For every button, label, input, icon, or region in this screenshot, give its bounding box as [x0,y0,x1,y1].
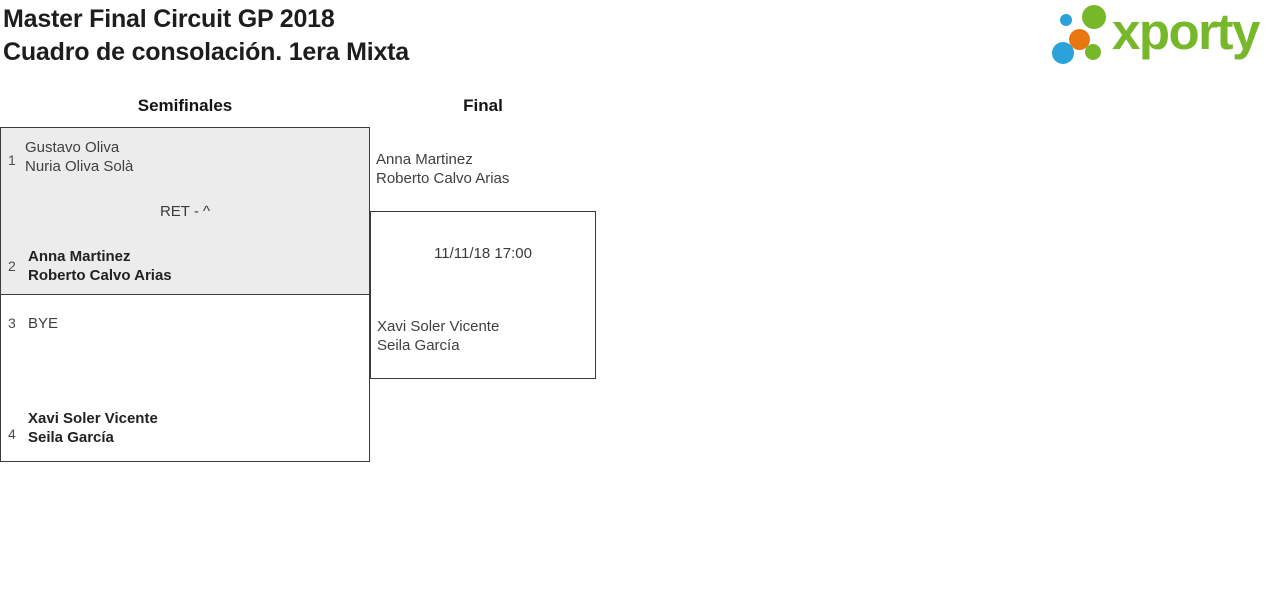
round-header-final: Final [463,96,503,115]
xporty-logo[interactable]: xporty [1045,0,1280,75]
player-name: Roberto Calvo Arias [376,170,510,187]
player-name: BYE [28,315,59,332]
player-name: Seila García [377,337,460,354]
logo-dot-icon [1082,5,1106,29]
player-name: Anna Martinez [28,248,131,265]
xporty-logo-wordmark: xporty [1112,3,1260,60]
player-name: Xavi Soler Vicente [377,318,500,335]
page-title-line2: Cuadro de consolación. 1era Mixta [3,38,410,66]
page-title: Master Final Circuit GP 2018 Cuadro de c… [3,3,409,69]
logo-dot-icon [1085,44,1101,60]
logo-dot-icon [1069,29,1090,50]
player-name: Seila García [28,429,114,446]
seed-number: 2 [8,258,16,274]
seed-number: 1 [8,152,16,168]
player-name: Nuria Oliva Solà [25,158,134,175]
player-name: Anna Martinez [376,151,473,168]
round-header-semifinales: Semifinales [137,96,233,115]
team-bottom: Anna Martinez Roberto Calvo Arias [28,247,172,285]
match-box-final[interactable]: 11/11/18 17:00 Xavi Soler Vicente Seila … [370,211,596,379]
player-name: Gustavo Oliva [25,139,120,156]
page-title-line1: Master Final Circuit GP 2018 [3,5,335,33]
match-schedule: 11/11/18 17:00 [434,245,532,262]
team-top: BYE [28,314,58,333]
match-box-semifinal-1[interactable]: 1 Gustavo Oliva Nuria Oliva Solà RET - ^… [0,127,370,295]
logo-dot-icon [1052,42,1074,64]
seed-number: 4 [8,426,16,442]
team-top: Gustavo Oliva Nuria Oliva Solà [25,138,133,176]
seed-number: 3 [8,315,16,331]
logo-dot-icon [1060,14,1072,26]
player-name: Roberto Calvo Arias [28,267,172,284]
team-bottom: Xavi Soler Vicente Seila García [28,409,158,447]
match-box-semifinal-2[interactable]: 3 BYE 4 Xavi Soler Vicente Seila García [0,294,370,462]
final-team-top: Anna Martinez Roberto Calvo Arias [376,150,509,188]
match-result: RET - ^ [159,203,211,220]
team-bottom: Xavi Soler Vicente Seila García [377,317,499,355]
player-name: Xavi Soler Vicente [28,410,158,427]
